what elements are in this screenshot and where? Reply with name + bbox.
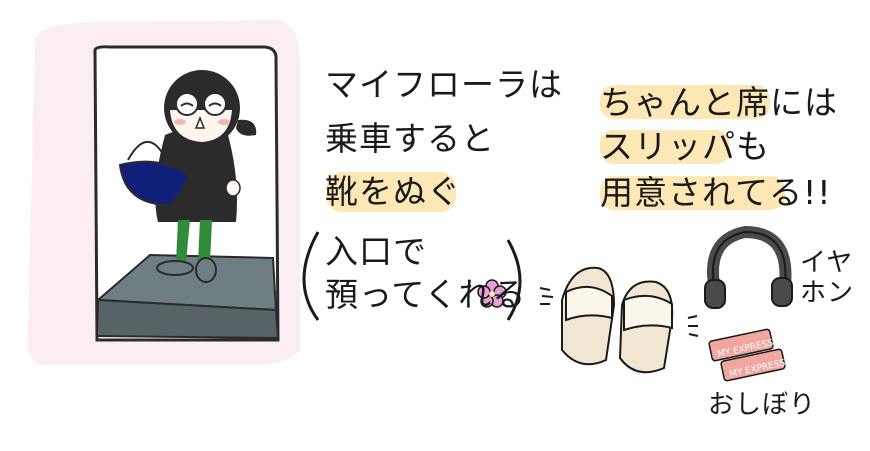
caption-left-line-3: 靴をぬぐ bbox=[325, 172, 461, 211]
caption-left-line-4: 入口で bbox=[325, 232, 427, 271]
earphone-label-1: イヤ bbox=[800, 248, 854, 278]
person-illustration bbox=[118, 70, 257, 283]
caption-right-line-3: 用意されてる!! bbox=[600, 173, 832, 212]
towel-label: おしぼり bbox=[708, 390, 817, 420]
paren-right bbox=[506, 239, 522, 321]
caption-right-line-1: ちゃんと席には bbox=[600, 83, 838, 122]
earphones-icon bbox=[704, 225, 793, 309]
towel-icon: MY EXPRESS MY EXPRESS bbox=[708, 328, 786, 382]
caption-left-line-5: 預ってくれる bbox=[325, 275, 527, 314]
flower-icon bbox=[477, 279, 507, 308]
caption-right-line-2: スリッパも bbox=[600, 127, 770, 166]
caption-left-line-2: 乗車すると bbox=[325, 119, 495, 158]
slippers-icon bbox=[561, 266, 674, 374]
motion-lines bbox=[539, 287, 699, 337]
entrance-floor-step bbox=[95, 298, 280, 340]
earphone-label-2: ホン bbox=[800, 278, 855, 308]
caption-left-line-1: マイフローラは bbox=[325, 65, 563, 104]
paren-left bbox=[302, 231, 320, 321]
